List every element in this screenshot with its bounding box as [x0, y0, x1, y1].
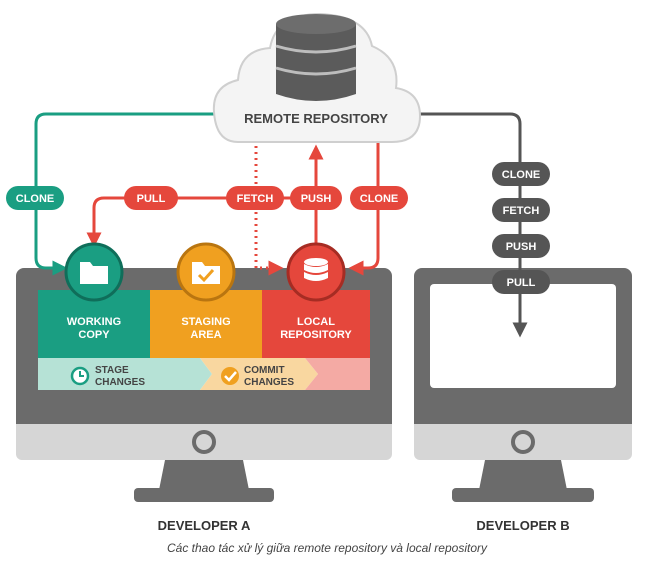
figure-caption: Các thao tác xử lý giữa remote repositor…: [166, 541, 487, 555]
svg-text:FETCH: FETCH: [237, 193, 274, 205]
monitor-b-neck: [479, 460, 567, 490]
monitor-a-power-button: [192, 430, 216, 454]
developer-b-label: DEVELOPER B: [476, 518, 569, 533]
monitor-b-stand: [452, 488, 594, 502]
monitor-a-neck: [159, 460, 249, 490]
stage-changes-line1: STAGE: [95, 365, 129, 376]
remote-repository-label: REMOTE REPOSITORY: [244, 111, 388, 126]
push-pill-a: PUSH: [290, 186, 342, 210]
clone-arrow-b: [400, 106, 522, 320]
svg-text:PUSH: PUSH: [301, 193, 332, 205]
fetch-pill-b: FETCH: [492, 198, 550, 222]
svg-text:PULL: PULL: [137, 193, 166, 205]
svg-text:FETCH: FETCH: [503, 205, 540, 217]
clone-pill-local: CLONE: [350, 186, 408, 210]
push-pill-b: PUSH: [492, 234, 550, 258]
clone-pill-a: CLONE: [6, 186, 64, 210]
pull-pill-b: PULL: [492, 270, 550, 294]
local-band: [305, 358, 370, 390]
local-repository-label-2: REPOSITORY: [280, 329, 352, 341]
monitor-developer-b: [414, 268, 632, 502]
local-repository-label-1: LOCAL: [297, 316, 335, 328]
monitor-a-stand: [134, 488, 274, 502]
clone-pill-b: CLONE: [492, 162, 550, 186]
database-icon: [286, 242, 346, 302]
folder-icon: [64, 242, 124, 302]
monitor-b-power-button: [511, 430, 535, 454]
pull-arrow-a: [86, 196, 318, 248]
pull-pill-a: PULL: [124, 186, 178, 210]
developer-a-label: DEVELOPER A: [158, 518, 251, 533]
working-copy-label-1: WORKING: [67, 316, 121, 328]
fetch-pill-a: FETCH: [226, 186, 284, 210]
staging-area-label-1: STAGING: [181, 316, 230, 328]
monitor-b-chin: [414, 424, 632, 460]
svg-text:CLONE: CLONE: [360, 193, 399, 205]
clone-arrow-local: [348, 142, 380, 276]
svg-text:PULL: PULL: [507, 277, 536, 289]
svg-text:PUSH: PUSH: [506, 241, 537, 253]
svg-text:CLONE: CLONE: [502, 169, 541, 181]
fetch-arrow-a: [254, 146, 284, 276]
commit-changes-line1: COMMIT: [244, 365, 285, 376]
commit-changes-line2: CHANGES: [244, 377, 294, 388]
check-folder-icon: [176, 242, 236, 302]
working-copy-label-2: COPY: [78, 329, 110, 341]
commit-check-icon: [221, 367, 239, 385]
staging-area-label-2: AREA: [190, 329, 221, 341]
server-stack-icon: [275, 14, 357, 101]
stage-changes-line2: CHANGES: [95, 377, 145, 388]
monitor-b-screen: [430, 284, 616, 388]
svg-text:CLONE: CLONE: [16, 193, 55, 205]
monitor-a-chin: [16, 424, 392, 460]
